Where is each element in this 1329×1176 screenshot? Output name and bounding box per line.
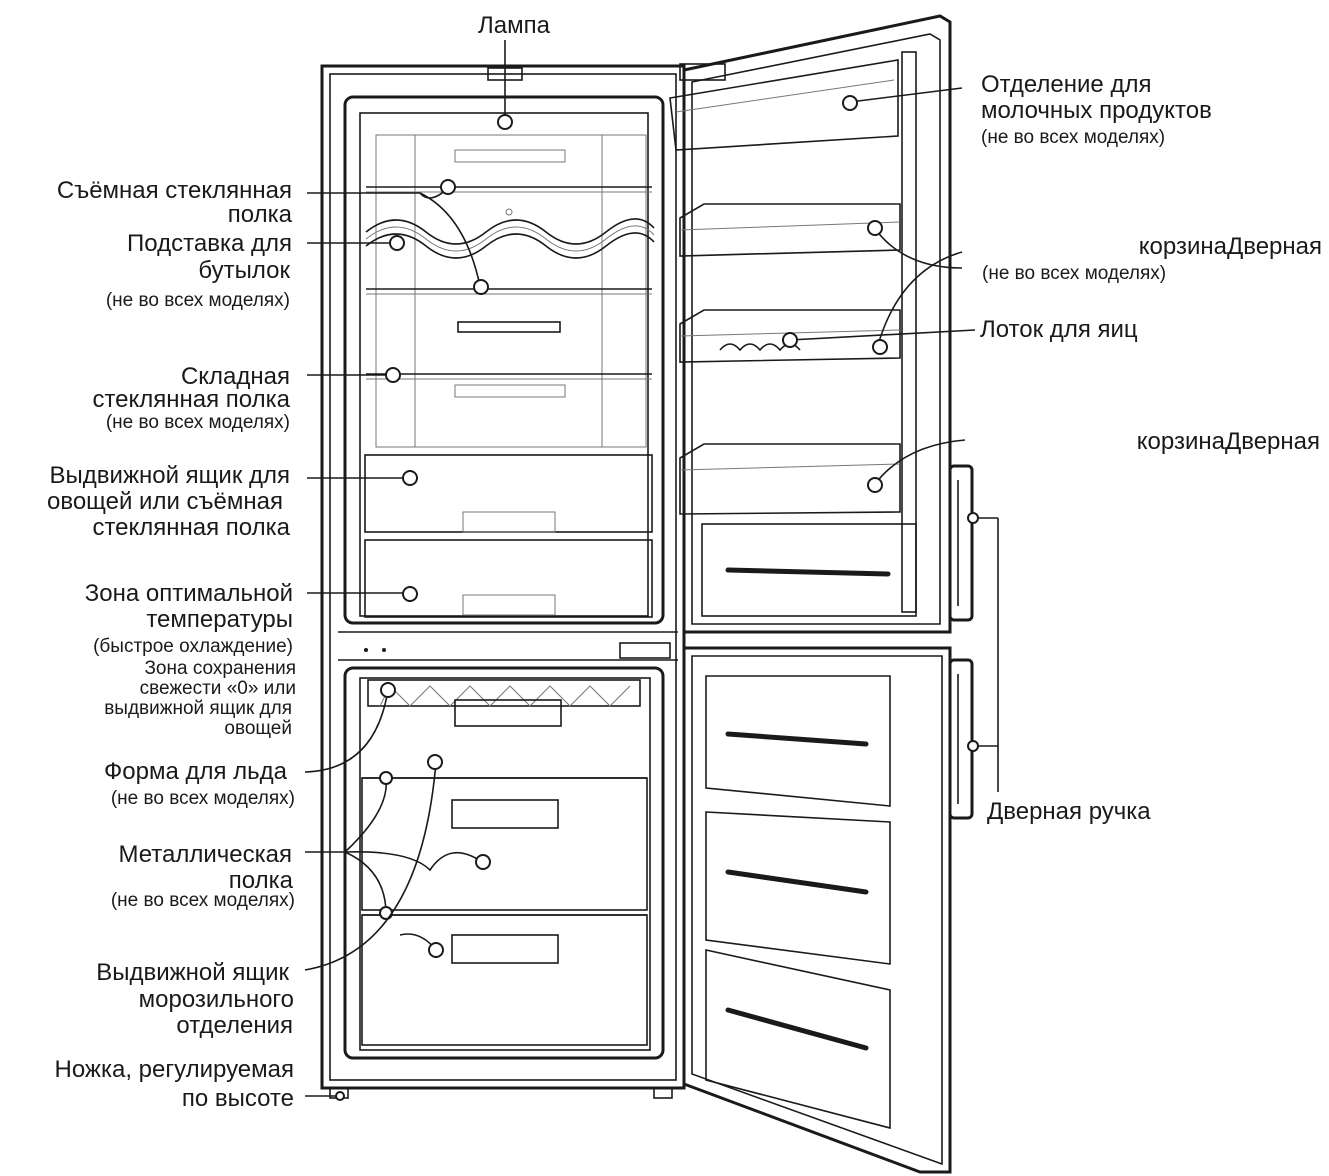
leader-lines (304, 40, 999, 1101)
label-fold-note: (не во всех моделях) (106, 412, 290, 433)
label-door-handle: Дверная ручка (987, 798, 1151, 825)
label-freezer-line2: морозильного (139, 986, 294, 1013)
label-optimal-line1: Зона оптимальной (85, 580, 293, 607)
label-shelf-line2: полка (228, 201, 293, 228)
label-egg-tray: Лоток для яиц (980, 316, 1138, 343)
label-freezer-line3: отделения (176, 1012, 293, 1039)
label-foot-line1: Ножка, регулируемая (54, 1056, 294, 1083)
label-veg-line3: стеклянная полка (92, 514, 290, 541)
label-shelf-line1: Съёмная стеклянная (57, 177, 292, 204)
label-optimal-note: (быстрое охлаждение) (93, 636, 293, 657)
label-bottle-note: (не во всех моделях) (106, 290, 290, 311)
label-fold-line1: Складная (181, 363, 290, 390)
label-metal-line2: полка (229, 867, 294, 894)
label-bottle-line2: бутылок (198, 257, 290, 284)
label-dairy-line1: Отделение для (981, 71, 1151, 98)
label-lamp: Лампа (478, 12, 551, 39)
lower-door (682, 646, 974, 1174)
label-freezer-line1: Выдвижной ящик (96, 959, 289, 986)
upper-door (669, 14, 974, 634)
label-fresh-line1: Зона сохранения (144, 658, 296, 679)
label-veg-line2: овощей или съёмная (47, 488, 283, 515)
label-optimal-line2: температуры (146, 606, 293, 633)
label-fresh-line4: овощей (224, 718, 292, 739)
label-door-basket1: корзинаДверная (1139, 233, 1322, 260)
label-dairy-line2: молочных продуктов (981, 97, 1212, 124)
label-metal-note: (не во всех моделях) (111, 890, 295, 911)
callout-labels: Лампа Отделение для молочных продуктов (… (47, 12, 1322, 1112)
label-veg-line1: Выдвижной ящик для (50, 462, 290, 489)
label-door-basket1-note: (не во всех моделях) (982, 263, 1166, 284)
label-ice-note: (не во всех моделях) (111, 788, 295, 809)
label-door-basket2: корзинаДверная (1137, 428, 1320, 455)
label-dairy-note: (не во всех моделях) (981, 127, 1165, 148)
label-fresh-line3: выдвижной ящик для (104, 698, 292, 719)
label-ice-line1: Форма для льда (104, 758, 288, 785)
label-foot-line2: по высоте (182, 1085, 294, 1112)
label-fold-line2: стеклянная полка (92, 386, 290, 413)
label-fresh-line2: свежести «0» или (140, 678, 296, 699)
label-bottle-line1: Подставка для (127, 230, 292, 257)
label-metal-line1: Металлическая (118, 841, 292, 868)
fridge-body (320, 63, 726, 1099)
